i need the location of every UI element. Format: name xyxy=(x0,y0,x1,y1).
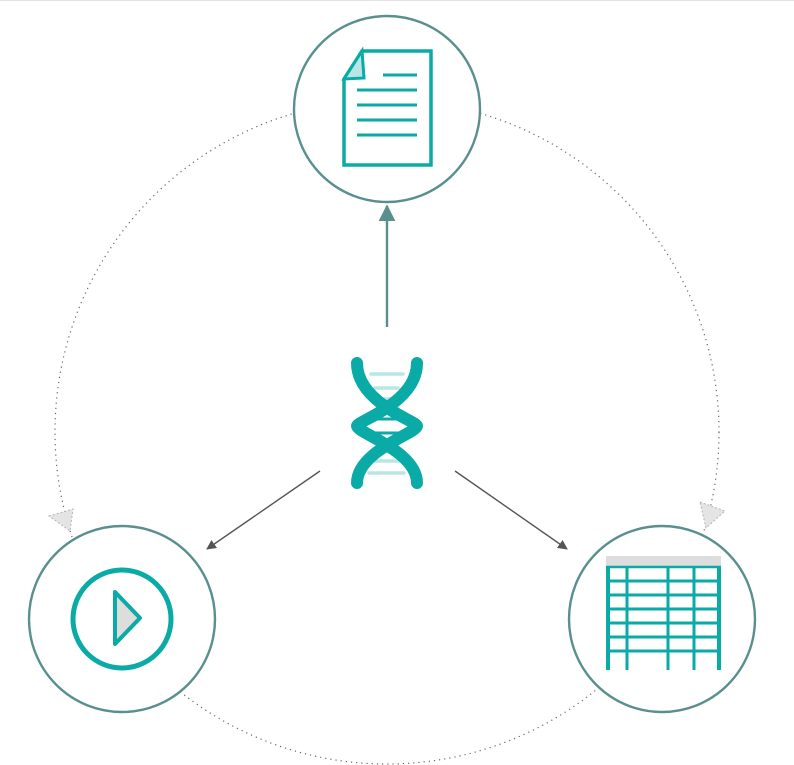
dna-icon xyxy=(350,357,424,489)
video-node xyxy=(27,524,217,714)
arrow-to-table xyxy=(454,470,568,550)
table-node xyxy=(567,524,757,714)
table-icon xyxy=(606,556,721,670)
document-icon xyxy=(341,46,433,167)
cycle-arrowhead-right xyxy=(699,501,726,529)
document-node xyxy=(292,14,482,204)
cycle-dotted-circle xyxy=(54,99,720,765)
arrow-to-video xyxy=(206,470,321,550)
play-icon xyxy=(70,567,174,671)
cycle-arrowhead-left xyxy=(47,508,74,532)
